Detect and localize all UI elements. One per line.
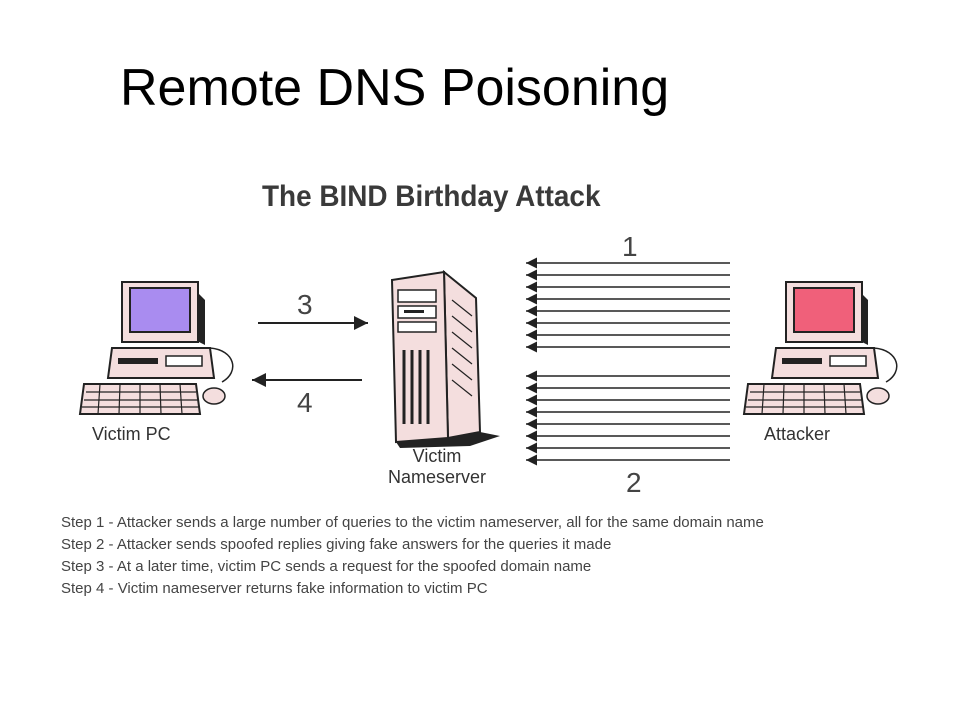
nameserver-label-line2: Nameserver	[388, 467, 486, 487]
arrow-group-step-1	[526, 257, 730, 353]
victim-pc-icon	[78, 281, 234, 415]
attacker-pc-icon	[742, 281, 898, 415]
step-item: Step 4 - Victim nameserver returns fake …	[61, 580, 488, 597]
arrow-label-4: 4	[297, 387, 313, 418]
step-item: Step 1 - Attacker sends a large number o…	[61, 514, 764, 531]
step-item: Step 3 - At a later time, victim PC send…	[61, 558, 592, 575]
step-list: Step 1 - Attacker sends a large number o…	[61, 512, 764, 600]
arrow-label-2: 2	[626, 467, 642, 498]
nameserver-icon	[390, 269, 500, 448]
attacker-label: Attacker	[764, 424, 830, 444]
diagram-title: The BIND Birthday Attack	[262, 180, 601, 213]
arrow-label-3: 3	[297, 289, 313, 320]
arrow-group-step-2	[526, 370, 730, 466]
attacker-screen	[793, 287, 855, 333]
slide-title: Remote DNS Poisoning	[120, 59, 670, 117]
nameserver-label-line1: Victim	[413, 446, 462, 466]
step-item: Step 2 - Attacker sends spoofed replies …	[61, 536, 612, 553]
victim-pc-label: Victim PC	[92, 424, 171, 444]
victim-screen	[129, 287, 191, 333]
arrow-label-1: 1	[622, 231, 638, 262]
